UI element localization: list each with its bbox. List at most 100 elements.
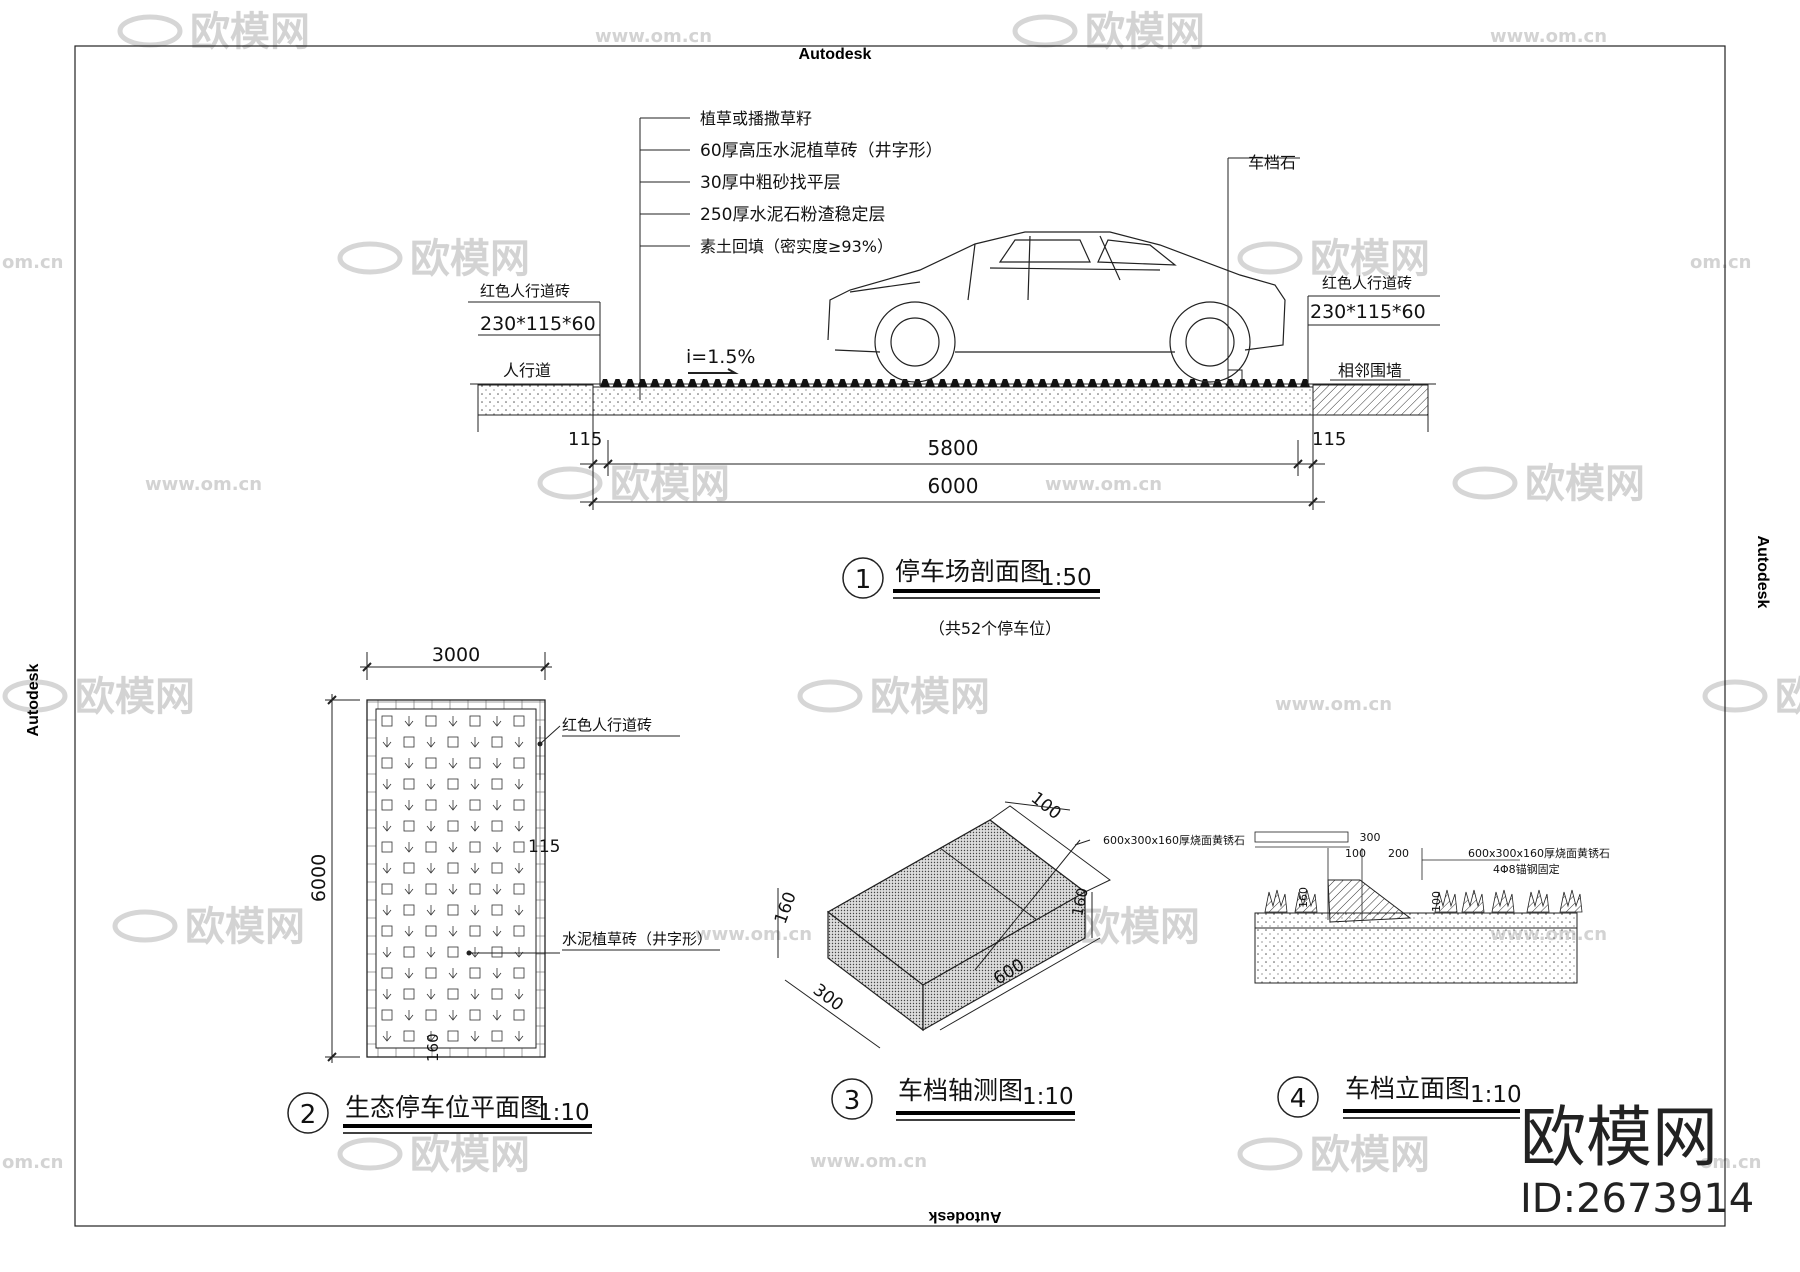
grass-brick-tooth [925,379,935,387]
grass-brick-tooth [662,379,673,387]
autodesk-bottom: Autodesk [928,1208,1001,1225]
plan-grass-symbol [492,800,502,811]
grass-brick-tooth [1125,379,1135,387]
sidewalk-section [477,384,594,416]
grass-brick-tooth [637,379,648,387]
plan-grass-symbol [514,947,524,958]
plan-brick-cell [403,862,415,874]
watermark-sofa-icon [337,241,403,275]
plan-grass-symbol [470,1031,480,1042]
logo-id: ID:2673914 [1520,1176,1754,1222]
watermark-text: 欧模网 [610,461,730,507]
elev-grass-clump [1294,889,1318,913]
watermark-url: www.om.cn [810,1151,927,1172]
watermark-url-short: om.cn [1700,1152,1761,1173]
dim-6000-plan: 6000 [308,854,330,902]
watermark-url: www.om.cn [595,26,712,47]
dim-3000: 3000 [432,644,480,666]
plan-brick-cell [513,715,525,727]
grass-brick-tooth [850,379,860,387]
plan-brick-cell [447,736,459,748]
dim-115-plan: 115 [528,837,560,857]
plan-grass-symbol [404,716,414,727]
plan-grass-symbol [514,905,524,916]
grass-brick-tooth [737,379,748,387]
watermark-text: 欧模网 [1775,674,1800,720]
plan-grass-symbol [404,758,414,769]
section-3-title: 车档轴测图 [898,1076,1023,1105]
dim-left-115: 115 [568,429,602,450]
elev-dim-100: 100 [1345,847,1366,860]
plan-grass-symbol [514,989,524,1000]
section-4-drawing: 300 100 200 600x300x160厚烧面黄锈石 4Φ8锚钢固定 16… [1254,831,1610,1119]
watermark-url-short: om.cn [2,1152,63,1173]
plan-brick-cell [381,715,393,727]
plan-grass-symbol [426,779,436,790]
watermark-text: 欧模网 [1310,1132,1430,1178]
plan-grass-symbol [492,926,502,937]
section-1-title: 停车场剖面图 [895,557,1045,586]
plan-brick-cell [513,1009,525,1021]
plan-grass-symbol [382,737,392,748]
grass-brick-tooth [1012,379,1023,387]
watermark-text: 欧模网 [190,9,310,55]
section-2-scale: 1:10 [538,1100,590,1126]
axo-dim-160-right: 160 [1068,886,1092,918]
plan-brick-cell [403,778,415,790]
grass-brick-tooth [950,379,960,387]
watermark-url-short: om.cn [2,252,63,273]
grass-brick-tooth [750,379,760,387]
watermark-url: www.om.cn [1045,474,1162,495]
grass-brick-tooth [762,379,773,387]
plan-brick-cell [469,1009,481,1021]
plan-brick-cell [403,736,415,748]
plan-brick-cell [469,715,481,727]
plan-brick-cell [403,820,415,832]
plan-grass-symbol [426,905,436,916]
section-3-drawing: 600x300x160厚烧面黄锈石 100 160 160 300 600 3 … [771,788,1245,1121]
grass-brick-section [592,386,1314,416]
plan-brick-cell [469,757,481,769]
section-3-number: 3 [844,1086,861,1116]
plan-brick-cell [425,1009,437,1021]
section-4-number: 4 [1290,1084,1307,1114]
plan-brick-cell [425,967,437,979]
grass-brick-tooth [800,379,810,387]
grass-brick-tooth [912,379,923,387]
plan-grass-symbol [404,926,414,937]
sidewalk-label: 人行道 [503,361,551,380]
watermark-url: www.om.cn [695,924,812,945]
section-1-scale: 1:50 [1040,565,1092,591]
elev-grass-clump [1461,889,1485,913]
grass-brick-tooth [1062,379,1073,387]
slope-label: i=1.5% [686,346,755,368]
grass-brick-tooth [987,379,998,387]
watermark-text: 欧模网 [1310,236,1430,282]
dim-160-plan: 160 [424,1033,442,1062]
plan-grass-symbol [382,947,392,958]
plan-grass-symbol [426,863,436,874]
watermark-text: 欧模网 [1525,461,1645,507]
plan-grass-symbol [426,1031,436,1042]
plan-grass-symbol [448,800,458,811]
watermark-sofa-icon [112,909,178,943]
plan-grass-symbol [426,737,436,748]
grass-brick-tooth [862,379,873,387]
watermark-text: 欧模网 [870,674,990,720]
watermark-sofa-icon [117,14,183,48]
layer-label-3: 30厚中粗砂找平层 [700,173,841,193]
left-brick-label: 红色人行道砖 [480,282,570,300]
section-2-drawing: 3000 6000 红色人行道砖 水泥植草砖（井字形） 115 160 2 生态… [287,644,720,1134]
plan-brick-cell [425,883,437,895]
plan-brick-cell [469,799,481,811]
plan-brick-cell [469,841,481,853]
plan-grass-symbol [448,716,458,727]
plan-brick-cell [447,862,459,874]
grass-brick-tooth [1000,379,1010,387]
plan-grass-symbol [404,968,414,979]
plan-grass-symbol [492,716,502,727]
wall-label: 相邻围墙 [1338,361,1402,380]
left-brick-size: 230*115*60 [480,313,596,335]
plan-brick-cell [447,904,459,916]
plan-brick-cell [513,883,525,895]
